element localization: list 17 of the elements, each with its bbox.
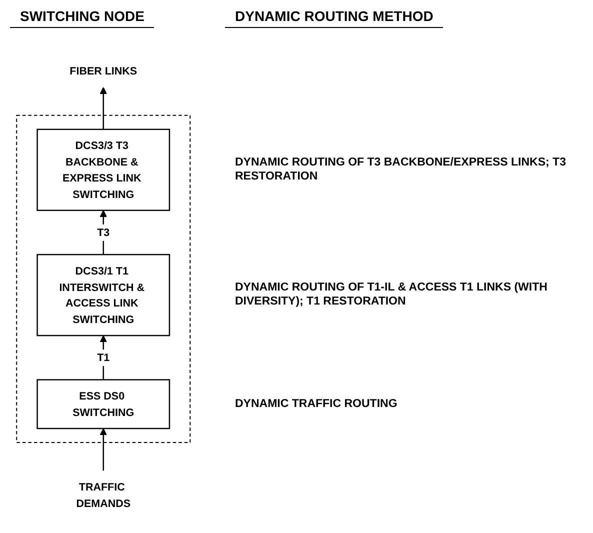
edge-label: T1	[97, 351, 110, 364]
routing-method-note: DYNAMIC ROUTING OF T1-IL & ACCESS T1 LINKS (WITH DIVERSITY); T1 RESTORATION	[235, 280, 548, 310]
node-text: FIBER LINKS	[70, 64, 138, 77]
routing-method-note: DYNAMIC TRAFFIC ROUTING	[235, 396, 398, 412]
node-text: TRAFFIC DEMANDS	[76, 480, 131, 510]
arrow	[100, 428, 107, 471]
node-box: ESS DS0 SWITCHING	[36, 379, 170, 430]
cluster	[16, 114, 191, 444]
arrow	[100, 335, 107, 380]
arrow	[100, 86, 107, 130]
node-box: DCS3/1 T1 INTERSWITCH & ACCESS LINK SWITCHING	[36, 254, 170, 336]
arrow	[100, 210, 107, 255]
routing-method-note: DYNAMIC ROUTING OF T3 BACKBONE/EXPRESS LINKS; T3 RESTORATION	[235, 156, 567, 184]
edge-label: T3	[97, 226, 110, 238]
node-box: DCS3/3 T3 BACKBONE & EXPRESS LINK SWITCHING	[36, 128, 170, 211]
column-heading: DYNAMIC ROUTING METHOD	[225, 8, 444, 28]
column-heading: SWITCHING NODE	[10, 8, 154, 28]
